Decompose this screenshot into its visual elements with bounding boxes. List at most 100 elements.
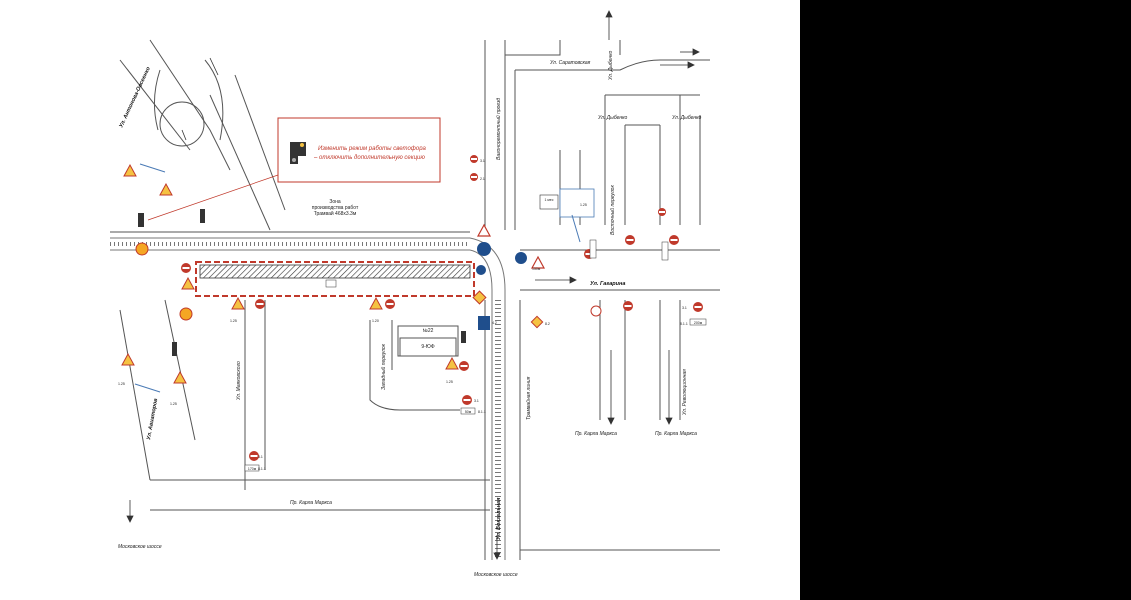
street-antonova: Ул. Антонова-Овсеенко <box>118 66 152 129</box>
road-edge <box>164 299 196 441</box>
street-moskovskoe-2: Московское шоссе <box>474 572 518 578</box>
roundabout-island <box>159 101 205 147</box>
street-revolyutsionnaya: Ул. Революционная <box>682 369 688 415</box>
distance-plate <box>589 239 597 259</box>
roadworks-sign <box>123 163 137 177</box>
sign-code: 8.2 <box>545 322 550 326</box>
sign-code: 1.25 <box>580 203 587 207</box>
blue-signs <box>476 242 527 330</box>
no-entry-sign <box>459 361 469 371</box>
traffic-light-icon <box>138 213 144 227</box>
sign-code: 3.1 <box>480 159 485 163</box>
no-entry-sign <box>385 299 395 309</box>
detour-sign <box>179 307 193 321</box>
crosswalk <box>134 383 161 393</box>
roadworks-sign <box>173 370 187 384</box>
street-tramvainaya: Трамвайная линия <box>525 376 532 420</box>
traffic-light-note: Изменить режим работы светофора – отключ… <box>147 117 441 221</box>
road-edge <box>204 59 224 141</box>
traffic-scheme-map: Изменить режим работы светофора – отключ… <box>110 10 720 578</box>
traffic-light-icon <box>461 331 466 343</box>
direction-sign <box>477 242 491 256</box>
lane-sign <box>478 316 490 330</box>
roadworks-sign <box>159 182 173 196</box>
distance-plates: 1 мес 170м 50м 200м 150м <box>244 188 707 472</box>
sign-code: 8.1.1 <box>478 410 486 414</box>
no-entry-sign <box>693 302 703 312</box>
no-entry-sign <box>255 299 265 309</box>
roadworks-sign <box>445 356 459 370</box>
no-entry-sign <box>669 235 679 245</box>
building-label: №22 <box>423 328 434 334</box>
no-entry-sign <box>470 173 478 181</box>
street-blinnaya: Вагоноремонтный проезд <box>495 98 502 160</box>
sign-code: 3.1 <box>474 399 479 403</box>
distance-plate <box>689 318 707 326</box>
direction-sign <box>515 252 527 264</box>
sign-code: 3.1 <box>258 455 263 459</box>
sign-code: 8.1.1 <box>680 322 688 326</box>
no-entry-sign <box>181 263 191 273</box>
distance-plate <box>244 464 260 472</box>
tram-track <box>110 237 506 560</box>
sign-code: 1.25 <box>170 402 177 406</box>
detour-sign <box>135 242 149 256</box>
work-zone-size: Трамвай 468х3.3м <box>314 210 357 217</box>
street-saratovskaya: Ул. Саратовская <box>550 60 591 66</box>
sign-code: 1.20 <box>372 319 379 323</box>
street-mayakovskogo: Ул. Маяковского <box>236 361 242 400</box>
street-gagarina: Ул. Гагарина <box>590 281 625 287</box>
map-canvas: Изменить режим работы светофора – отключ… <box>0 0 800 600</box>
traffic-light-icon <box>290 142 306 164</box>
traffic-light-icon <box>172 342 177 356</box>
sign-code: 3.1 <box>682 306 687 310</box>
sign-code: 2.1 <box>480 177 485 181</box>
street-aviatorov: Ул. Авиаторов <box>146 397 159 440</box>
distance-plate <box>661 241 669 261</box>
roadworks-sign <box>181 276 195 290</box>
street-karla-marksa-2: Пр. Карла Маркса <box>655 431 697 437</box>
sign-code: 1.25 <box>446 380 453 384</box>
arrow <box>181 129 187 141</box>
street-moskovskoe-1: Московское шоссе <box>118 544 162 550</box>
priority-road-sign <box>530 315 544 329</box>
warning-sign <box>530 255 546 269</box>
road-edge <box>505 40 561 56</box>
no-entry-sign <box>623 301 633 311</box>
work-zone-hatch <box>199 264 471 279</box>
road-edge <box>119 309 151 481</box>
sign-code: 8.1.1 <box>258 467 266 471</box>
priority-road-signs <box>472 290 544 329</box>
plate-text: 200м <box>694 321 703 325</box>
sign-codes: 1.25 1.25 1.25 1.20 1.25 3.1 8.1.1 3.1 8… <box>118 159 688 471</box>
work-vehicle-icon <box>325 279 337 288</box>
road-edge <box>369 320 460 411</box>
crosswalk <box>571 214 581 243</box>
sign-info-box <box>559 188 595 218</box>
no-entry-signs <box>181 155 703 461</box>
no-entry-sign <box>625 235 635 245</box>
plate-text: 1 мес <box>544 198 553 202</box>
roadworks-sign <box>369 296 383 310</box>
note-pointer <box>147 174 279 221</box>
no-entry-sign <box>470 155 478 163</box>
traffic-light-icon <box>200 209 205 223</box>
street-dybenko-left: Ул. Дыбенко <box>598 115 628 121</box>
crosswalks <box>134 163 581 393</box>
work-zone-subtitle: производства работ <box>312 205 359 211</box>
building-sub: 9-ЮФ <box>421 344 434 350</box>
work-zone <box>195 261 475 297</box>
distance-plate <box>460 407 476 415</box>
no-entry-sign <box>658 208 666 216</box>
road-edge <box>209 94 271 231</box>
no-entry-sign <box>249 451 259 461</box>
sign-code: 1.25 <box>230 319 237 323</box>
road-outlines <box>110 39 720 560</box>
arrow-south <box>209 57 219 76</box>
direction-arrows <box>126 10 700 560</box>
note-line-2: – отключить дополнительную секцию <box>313 155 425 161</box>
sign-code: 4.2 <box>492 321 497 325</box>
plate-text: 170м <box>248 467 257 471</box>
building-inner <box>399 337 457 357</box>
rail-line <box>469 249 493 560</box>
